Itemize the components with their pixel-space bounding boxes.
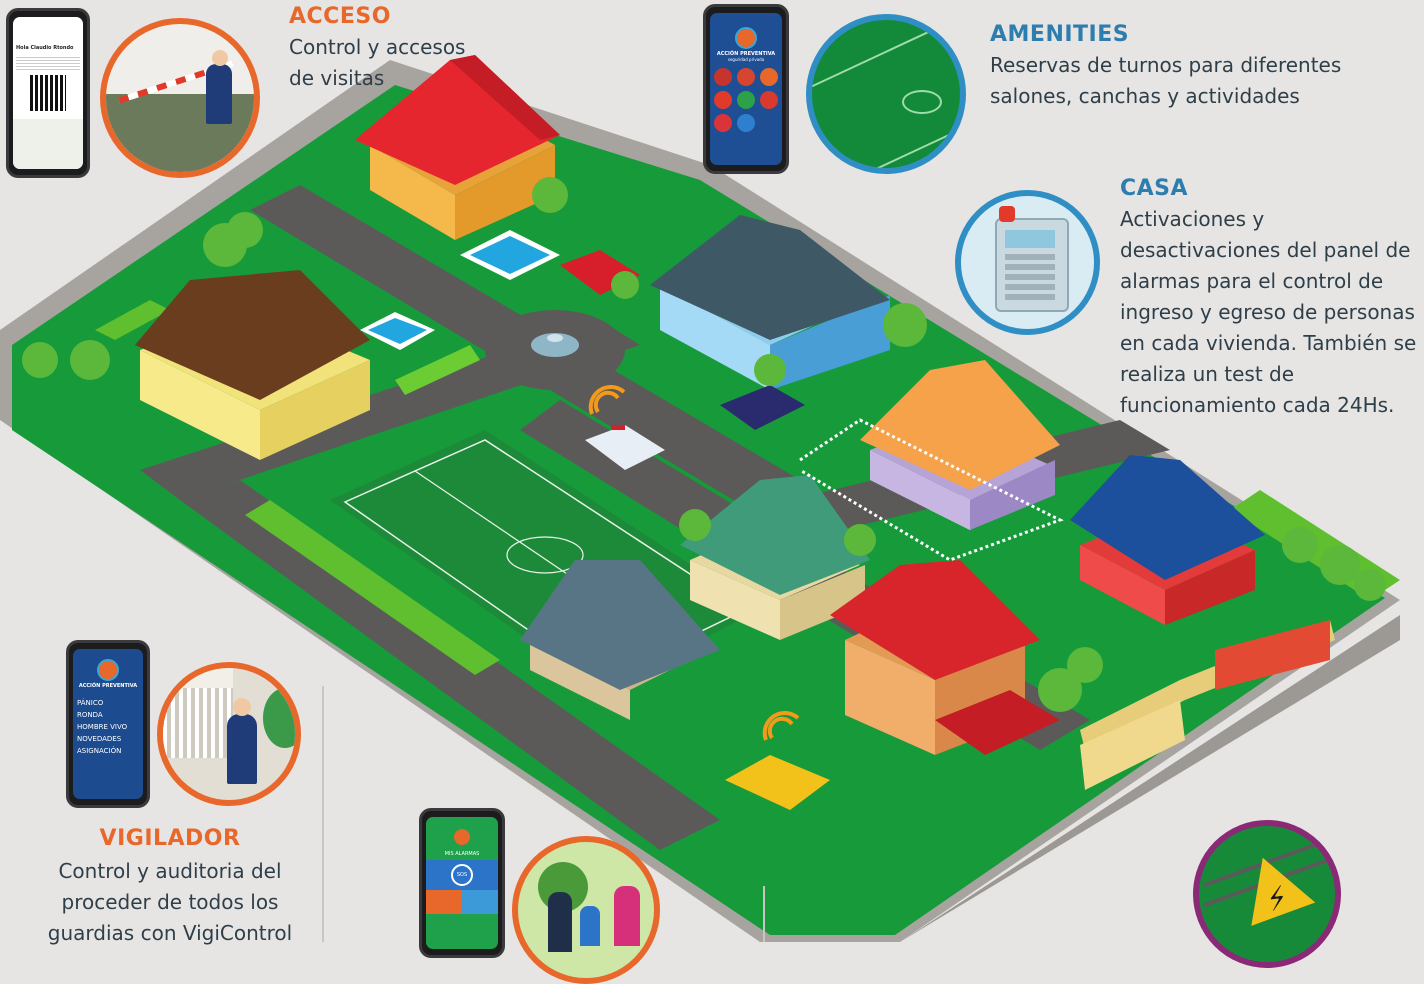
vigilador-title: VIGILADOR <box>99 826 241 851</box>
app-icon <box>714 68 732 86</box>
alarms-header: MIS ALARMAS <box>444 851 480 857</box>
phone-tagline: seguridad privada <box>727 57 765 62</box>
map-thumbnail <box>13 119 83 169</box>
house-blue-roof <box>1070 455 1265 580</box>
guard-barrier-icon <box>100 18 260 178</box>
house-green-roof <box>680 475 870 595</box>
neighborhood-illustration <box>0 55 1400 942</box>
pool-2 <box>368 318 427 344</box>
phone-app-menu: ACCIÓN PREVENTIVA seguridad privada <box>703 4 789 174</box>
menu-item: ASIGNACIÓN <box>77 747 122 755</box>
divider <box>322 686 324 942</box>
casa-title: CASA <box>1120 176 1189 201</box>
electric-fence-warning-icon: ⚡ <box>1193 820 1341 968</box>
app-icon <box>714 91 732 109</box>
amenities-description: Reservas de turnos para diferentes salon… <box>990 53 1342 108</box>
app-icon <box>737 68 755 86</box>
casa-description: Activaciones y desactivaciones del panel… <box>1120 207 1417 417</box>
soccer-field-icon <box>806 14 966 174</box>
tile-icon <box>426 890 462 914</box>
house-big-red-roof <box>830 560 1040 680</box>
brand-logo-icon <box>454 829 470 845</box>
app-icon <box>737 91 755 109</box>
wifi-signal-1 <box>593 390 620 414</box>
road-left <box>180 480 720 850</box>
fountain <box>531 333 579 357</box>
trees <box>22 177 1386 712</box>
hedge-row-1 <box>245 500 500 675</box>
car-police <box>585 425 665 470</box>
family-icon <box>512 836 660 984</box>
phone-vigicontrol: ACCIÓN PREVENTIVA PÁNICO RONDA HOMBRE VI… <box>66 640 150 808</box>
menu-item: RONDA <box>77 711 103 719</box>
guard-house-icon <box>157 662 301 806</box>
acceso-description: Control y accesos de visitas <box>289 35 466 90</box>
phone-greeting: Hola Claudio Rtondo <box>16 45 74 51</box>
app-grid <box>710 68 782 132</box>
house-orange-roof <box>860 360 1060 490</box>
car-blue <box>720 385 805 430</box>
phone-brand: ACCIÓN PREVENTIVA <box>716 51 776 57</box>
brand-logo-icon <box>735 27 757 49</box>
menu-item: HOMBRE VIVO <box>77 723 128 731</box>
app-icon <box>760 91 778 109</box>
house-gray-roof <box>650 215 890 340</box>
house-slate-roof <box>520 560 720 690</box>
app-icon <box>714 114 732 132</box>
phone-alarms: MIS ALARMAS SOS <box>419 808 505 958</box>
acceso-title: ACCESO <box>289 4 391 29</box>
tile-icon <box>462 890 498 914</box>
app-icon <box>737 114 755 132</box>
phone-brand: ACCIÓN PREVENTIVA <box>78 683 138 689</box>
house-brown-roof <box>135 270 370 400</box>
amenities-title: AMENITIES <box>990 22 1130 47</box>
truck-yellow <box>725 755 830 810</box>
app-icon <box>760 68 778 86</box>
pool-1 <box>470 236 550 274</box>
qr-code-icon <box>30 75 66 111</box>
sos-button: SOS <box>451 864 473 886</box>
vigilador-description: Control y auditoria del proceder de todo… <box>47 859 293 945</box>
menu-item: NOVEDADES <box>77 735 122 743</box>
menu-item: PÁNICO <box>77 699 104 707</box>
white-fence <box>799 418 1064 562</box>
brand-logo-icon <box>97 659 119 681</box>
phone-qr-access: Hola Claudio Rtondo <box>6 8 90 178</box>
wifi-signal-2 <box>767 716 794 740</box>
divider <box>763 886 765 942</box>
alarm-panel-icon <box>955 190 1100 335</box>
